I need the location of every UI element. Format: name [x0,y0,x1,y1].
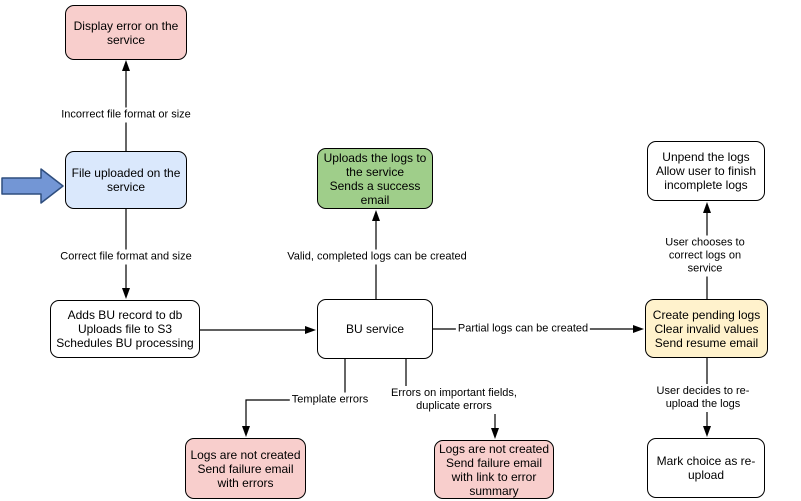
node-label: Logs are not created Send failure email … [438,441,550,498]
node-mark-choice-reupload: Mark choice as re- upload [647,438,765,498]
node-display-error: Display error on the service [65,5,187,60]
edge-label-user-reuploads: User decides to re-upload the logs [654,384,752,412]
node-label: Create pending logs Clear invalid values… [652,307,761,350]
node-bu-service: BU service [317,299,433,359]
node-logs-not-created-errors: Logs are not created Send failure email … [185,438,306,499]
edge-label-correct-format: Correct file format and size [58,249,194,265]
edge-label-partial-logs: Partial logs can be created [455,321,591,337]
edge-label-valid-completed: Valid, completed logs can be created [285,249,469,265]
edge-file-uploaded-to-adds-bu-record [122,209,130,299]
node-unpend-logs: Unpend the logs Allow user to finish inc… [647,141,765,201]
node-label: Unpend the logs Allow user to finish inc… [655,150,757,192]
edge-label-template-errors: Template errors [289,392,371,408]
node-uploads-logs: Uploads the logs to the service Sends a … [317,148,433,209]
arrowhead-down-icon [491,428,499,439]
node-label: Uploads the logs to the service Sends a … [323,150,427,207]
arrowhead-right-icon [633,325,644,333]
input-arrow-icon [1,168,64,204]
edge-file-uploaded-to-display-error [122,60,130,151]
node-logs-not-created-summary: Logs are not created Send failure email … [434,440,554,499]
node-label: File uploaded on the service [71,166,181,194]
node-label: Logs are not created Send failure email … [190,447,301,490]
arrowhead-up-icon [703,202,711,213]
arrowhead-down-icon [703,426,711,437]
arrowhead-up-icon [372,210,380,221]
node-label: Mark choice as re- upload [656,454,756,482]
edge-label-user-corrects: User chooses to correct logs on service [657,235,753,277]
edge-adds-bu-record-to-bu-service [200,326,316,334]
arrowhead-down-icon [242,426,250,437]
node-create-pending-logs: Create pending logs Clear invalid values… [645,299,768,358]
node-label: Adds BU record to db Uploads file to S3 … [56,308,194,350]
node-file-uploaded: File uploaded on the service [65,151,187,209]
node-label: Display error on the service [73,18,179,47]
arrowhead-up-icon [122,60,130,71]
node-label: BU service [345,322,404,336]
edge-bu-service-to-logs-not-created-summary [405,359,499,439]
arrowhead-right-icon [305,326,316,334]
node-adds-bu-record: Adds BU record to db Uploads file to S3 … [50,300,200,358]
edge-label-important-fields: Errors on important fields, duplicate er… [389,386,519,414]
arrowhead-down-icon [122,288,130,299]
edge-label-incorrect-format: Incorrect file format or size [59,107,193,123]
